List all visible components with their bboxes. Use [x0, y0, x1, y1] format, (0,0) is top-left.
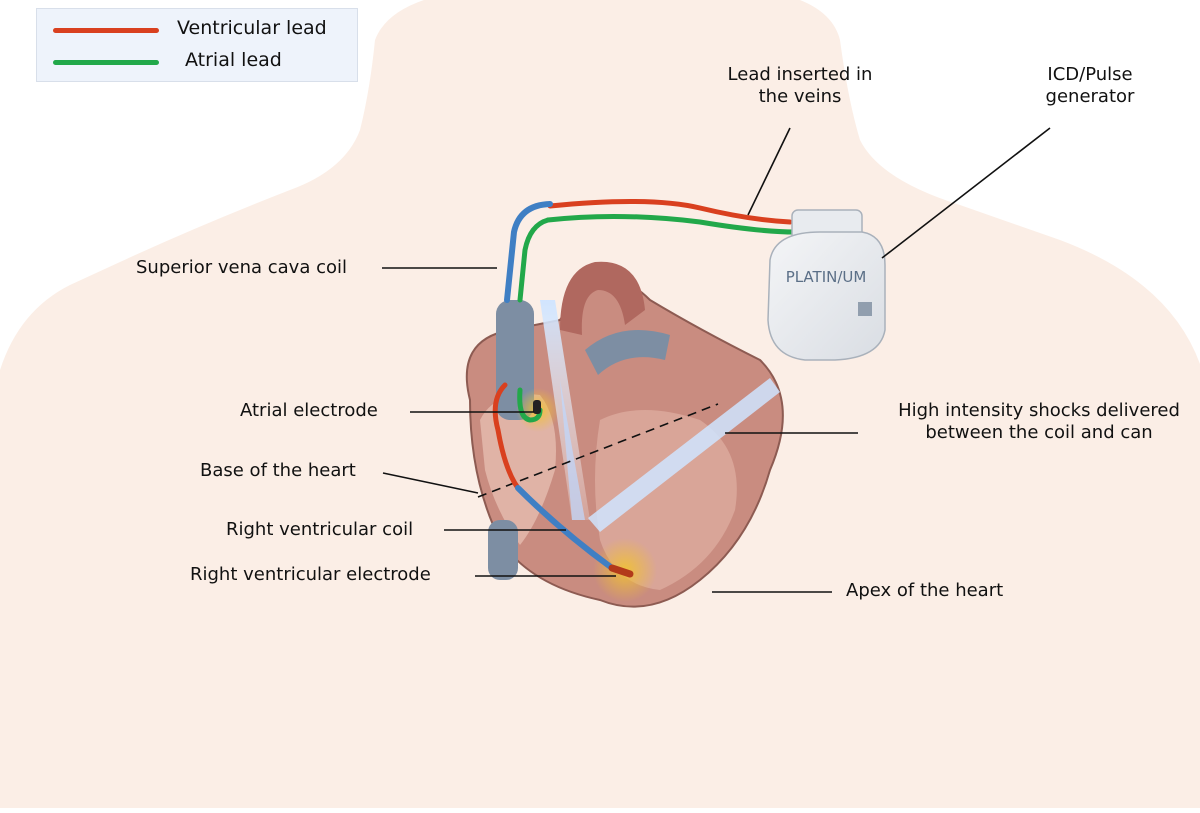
rv-electrode-tip: [608, 564, 634, 578]
shock-beam-mid: [560, 380, 585, 520]
atrial-swatch: [53, 60, 159, 65]
shock-beam-right: [588, 378, 780, 532]
legend-item-ventricular: Ventricular lead: [37, 15, 357, 43]
label-shocks: High intensity shocks delivered between …: [880, 400, 1198, 444]
label-rv-electrode: Right ventricular electrode: [190, 564, 431, 585]
ventricular-lead-upper: [547, 198, 793, 225]
label-icd-line2: generator: [1045, 85, 1135, 107]
label-icd: ICD/Pulse generator: [1000, 64, 1180, 108]
legend-item-atrial: Atrial lead: [37, 47, 357, 75]
atrial-lead-upper: [545, 213, 798, 235]
label-rv-coil: Right ventricular coil: [226, 519, 414, 540]
label-base: Base of the heart: [200, 460, 356, 481]
label-apex: Apex of the heart: [846, 580, 1004, 601]
label-shocks-line1: High intensity shocks delivered: [898, 400, 1180, 421]
label-svc-coil: Superior vena cava coil: [136, 257, 347, 278]
svc-coil: [504, 201, 553, 303]
label-lead-veins-line2: the veins: [758, 85, 842, 107]
atrial-lead-tip: [517, 387, 543, 423]
leader-lead-veins: [747, 127, 791, 216]
atrial-electrode-tip: [533, 400, 541, 414]
legend: Ventricular lead Atrial lead: [36, 8, 358, 82]
label-icd-line1: ICD/Pulse: [1047, 64, 1133, 85]
ventricular-lead-lower: [492, 382, 521, 491]
label-lead-veins-line1: Lead inserted in: [727, 64, 873, 85]
atrial-lead-in-vein: [517, 217, 551, 303]
leader-icd: [881, 127, 1051, 259]
label-lead-veins: Lead inserted in the veins: [700, 64, 900, 108]
rv-coil: [515, 485, 615, 571]
icd-device: PLATIN/UM: [767, 209, 886, 361]
device-brand: PLATIN/UM: [786, 268, 867, 286]
label-shocks-line2: between the coil and can: [925, 421, 1153, 443]
legend-label-ventricular: Ventricular lead: [177, 17, 327, 39]
label-atrial-electrode: Atrial electrode: [240, 400, 378, 421]
legend-label-atrial: Atrial lead: [185, 49, 282, 71]
base-dashed-line: [477, 403, 719, 498]
ventricular-swatch: [53, 28, 159, 33]
leader-base: [382, 472, 479, 494]
